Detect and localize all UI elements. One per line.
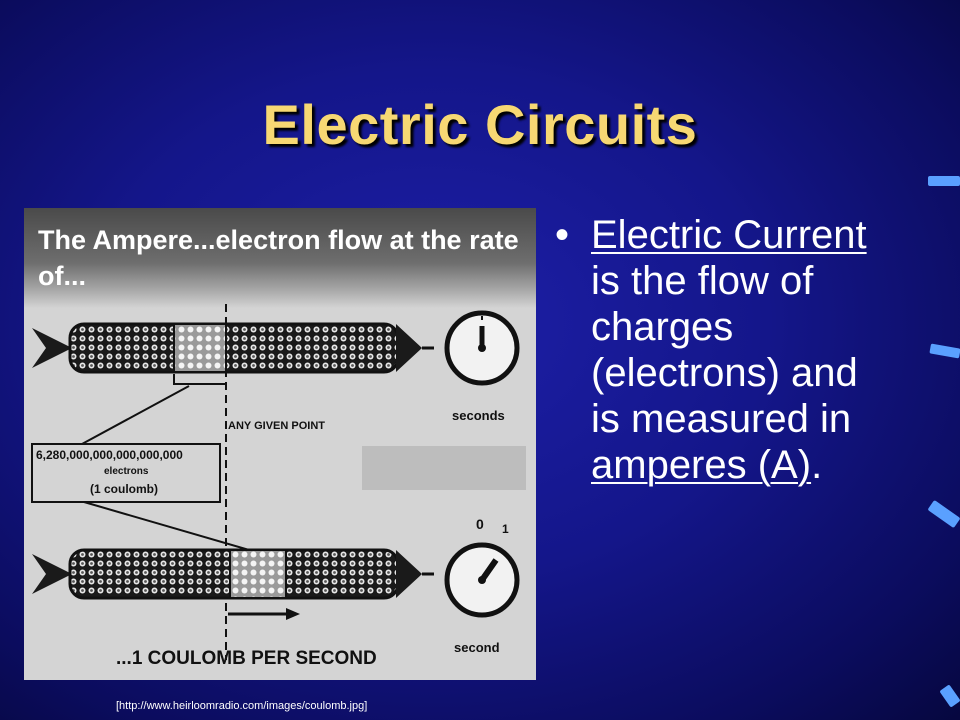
any-given-point-label: ANY GIVEN POINT xyxy=(228,420,325,432)
coulomb-diagram-image: The Ampere...electron flow at the rate o… xyxy=(24,208,536,680)
bullet-end-text: . xyxy=(811,443,823,487)
zero-label: 0 xyxy=(476,516,484,532)
diagram-graphics xyxy=(31,304,526,660)
stopwatch-icon xyxy=(444,542,520,618)
stopwatch-icon xyxy=(444,310,520,386)
decorative-accent xyxy=(928,176,960,186)
decorative-accent xyxy=(929,343,960,359)
second-label: second xyxy=(454,640,500,655)
bullet-symbol: • xyxy=(555,213,570,257)
figure-header-band xyxy=(24,208,536,308)
seconds-label: seconds xyxy=(452,408,505,423)
term-electric-current: Electric Current xyxy=(591,213,867,257)
figure-header-text: The Ampere...electron flow at the rate o… xyxy=(38,225,519,291)
bullet-body-text: is the flow of charges (electrons) and i… xyxy=(591,259,858,441)
decorative-accent xyxy=(939,684,960,708)
coulomb-per-second-label: ...1 COULOMB PER SECOND xyxy=(116,648,377,669)
bracket-line xyxy=(173,374,226,385)
term-amperes: amperes (A) xyxy=(591,443,812,487)
top-wire xyxy=(32,322,434,374)
bullet-text: Electric Current is the flow of charges … xyxy=(591,212,891,488)
one-label: 1 xyxy=(502,522,509,536)
one-coulomb-label: (1 coulomb) xyxy=(90,482,158,496)
image-source-caption: [http://www.heirloomradio.com/images/cou… xyxy=(116,700,368,712)
electron-count-label: 6,280,000,000,000,000,000 xyxy=(36,448,183,462)
coulomb-label-box xyxy=(31,443,221,503)
gray-bar xyxy=(362,446,526,490)
bottom-wire xyxy=(32,548,434,600)
electrons-label: electrons xyxy=(104,466,149,477)
decorative-accent xyxy=(927,499,960,529)
slide-title: Electric Circuits xyxy=(262,93,698,156)
